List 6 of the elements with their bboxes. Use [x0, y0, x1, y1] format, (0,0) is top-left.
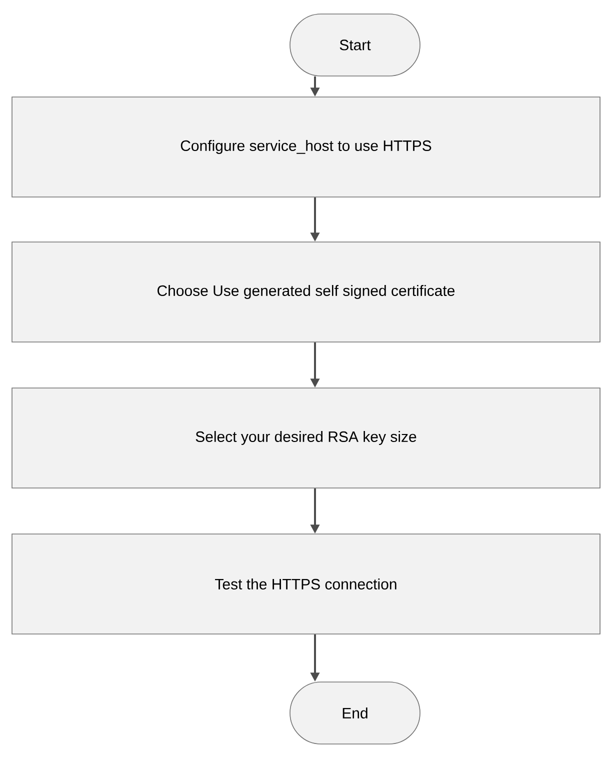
terminal-pill: Start — [290, 14, 420, 76]
process-box: Choose Use generated self signed certificate — [12, 242, 600, 342]
terminal-pill: End — [290, 682, 420, 744]
process-box: Select your desired RSA key size — [12, 388, 600, 488]
process-box: Test the HTTPS connection — [12, 534, 600, 634]
process-box: Configure service_host to use HTTPS — [12, 96, 600, 198]
